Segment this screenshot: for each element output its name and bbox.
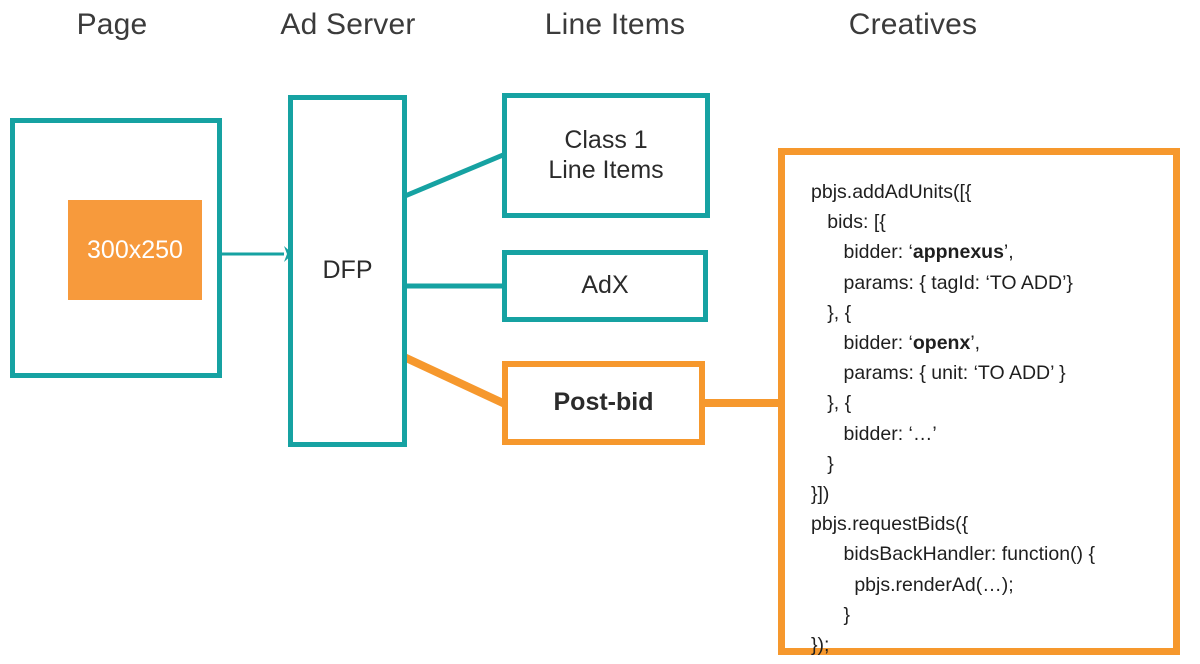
code-line: params: { unit: ‘TO ADD’ }	[811, 362, 1066, 385]
creative-code-panel: pbjs.addAdUnits([{ bids: [{ bidder: ‘app…	[778, 148, 1180, 656]
code-line: }])	[811, 483, 830, 506]
code-line: bidder: ‘openx’,	[811, 332, 981, 355]
code-line: bids: [{	[811, 211, 886, 234]
line-item-class1-box[interactable]: Class 1 Line Items	[502, 93, 710, 218]
code-line: pbjs.requestBids({	[811, 513, 969, 536]
line-item-class1-label: Class 1 Line Items	[548, 126, 663, 185]
line-item-class1-label-line1: Class 1	[564, 126, 648, 154]
code-line: pbjs.renderAd(…);	[811, 573, 1014, 596]
code-line: }	[811, 603, 851, 626]
line-item-adx-label: AdX	[581, 271, 629, 300]
creative-code-text: pbjs.addAdUnits([{ bids: [{ bidder: ‘app…	[811, 177, 1095, 660]
code-line: pbjs.addAdUnits([{	[811, 181, 972, 203]
ad-server-dfp-box[interactable]: DFP	[288, 95, 407, 447]
column-header-creatives: Creatives	[848, 8, 978, 41]
line-item-adx-box[interactable]: AdX	[502, 250, 708, 322]
code-bidder-name: openx	[912, 332, 971, 355]
line-item-class1-label-line2: Line Items	[548, 155, 664, 184]
line-item-postbid-label: Post-bid	[553, 388, 654, 417]
column-header-ad-server: Ad Server	[280, 8, 416, 41]
code-line: }, {	[811, 301, 852, 324]
column-header-line-items: Line Items	[544, 8, 686, 41]
code-line: });	[811, 634, 830, 657]
code-line: bidder: ‘appnexus’,	[811, 241, 1014, 264]
column-header-page: Page	[76, 8, 148, 41]
line-item-postbid-box[interactable]: Post-bid	[502, 361, 705, 445]
connector-dfp-to-class1	[404, 152, 504, 199]
code-line: }, {	[811, 392, 852, 415]
connector-dfp-to-postbid	[402, 353, 507, 408]
creative-unit-label: 300x250	[87, 235, 183, 264]
creative-unit-300x250[interactable]: 300x250	[68, 200, 202, 300]
code-bidder-name: appnexus	[912, 241, 1004, 264]
code-line: bidder: ‘…’	[811, 422, 937, 445]
ad-server-dfp-label: DFP	[322, 256, 373, 285]
code-line: params: { tagId: ‘TO ADD’}	[811, 271, 1073, 294]
code-line: bidsBackHandler: function() {	[811, 543, 1095, 566]
code-line: }	[811, 452, 834, 475]
